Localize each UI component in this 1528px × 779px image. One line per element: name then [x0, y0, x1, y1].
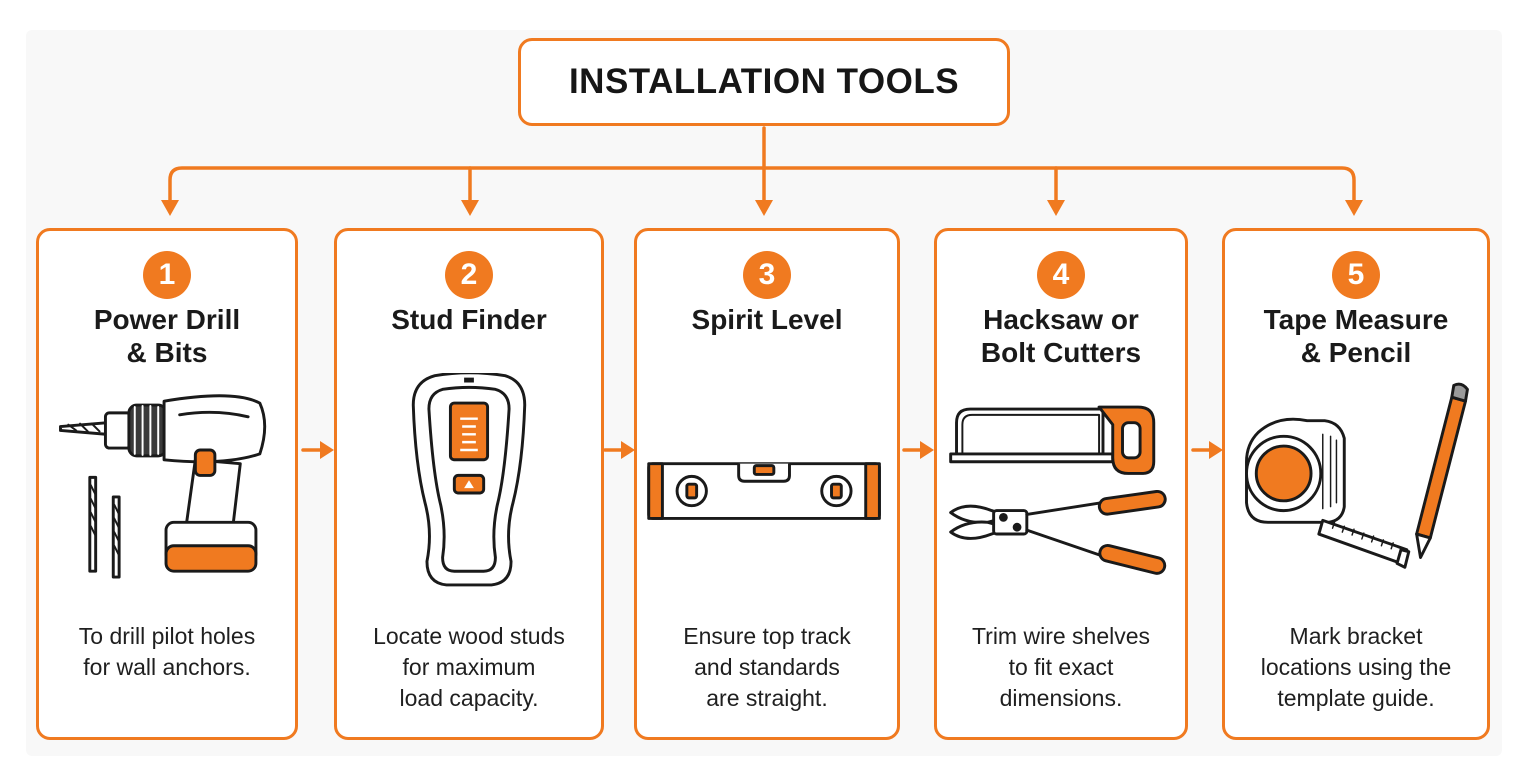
- stud-finder-icon: [411, 373, 527, 587]
- spirit-level-icon: [647, 462, 881, 520]
- tool-description: To drill pilot holes for wall anchors.: [49, 621, 285, 683]
- tool-card-hacksaw-bolt-cutters: 4 Hacksaw or Bolt Cutters: [934, 228, 1188, 740]
- tool-title-line: & Bits: [126, 337, 208, 368]
- arrowhead-right-1: [320, 441, 334, 459]
- tool-description: Locate wood studs for maximum load capac…: [347, 621, 591, 714]
- title-box: INSTALLATION TOOLS: [518, 38, 1010, 126]
- diagram-title: INSTALLATION TOOLS: [568, 62, 960, 101]
- tool-card-power-drill: 1 Power Drill & Bits: [36, 228, 298, 740]
- power-drill-icon: [59, 394, 267, 579]
- tool-description: Trim wire shelves to fit exact dimension…: [947, 621, 1175, 714]
- arrowhead-down-4: [1047, 200, 1065, 216]
- tool-title: Spirit Level: [645, 303, 889, 336]
- tool-card-spirit-level: 3 Spirit Level Ensure top track and stan…: [634, 228, 900, 740]
- tool-description: Mark bracket locations using the templat…: [1235, 621, 1477, 714]
- step-badge: 5: [1332, 251, 1380, 299]
- arrowhead-right-2: [621, 441, 635, 459]
- tool-desc-line: and standards: [694, 654, 840, 680]
- tool-title-line: & Pencil: [1300, 337, 1412, 368]
- arrowhead-right-3: [920, 441, 934, 459]
- tool-description: Ensure top track and standards are strai…: [647, 621, 887, 714]
- hacksaw-bolt-cutters-icon: [949, 405, 1167, 575]
- tool-title-line: Stud Finder: [391, 304, 547, 335]
- tool-title-line: Power Drill: [93, 304, 241, 335]
- step-badge: 3: [743, 251, 791, 299]
- tool-desc-line: load capacity.: [399, 685, 539, 711]
- arrowhead-down-1: [161, 200, 179, 216]
- tool-desc-line: Locate wood studs: [373, 623, 565, 649]
- tool-desc-line: for maximum: [402, 654, 536, 680]
- arrowhead-down-2: [461, 200, 479, 216]
- tool-title-line: Bolt Cutters: [980, 337, 1142, 368]
- tool-desc-line: are straight.: [706, 685, 828, 711]
- tool-title-line: Spirit Level: [691, 304, 843, 335]
- step-badge: 4: [1037, 251, 1085, 299]
- arrowhead-right-4: [1209, 441, 1223, 459]
- tool-title-line: Tape Measure: [1263, 304, 1449, 335]
- arrowhead-down-3: [755, 200, 773, 216]
- tool-desc-line: to fit exact: [1008, 654, 1114, 680]
- arrowhead-down-5: [1345, 200, 1363, 216]
- tool-desc-line: Ensure top track: [683, 623, 851, 649]
- tool-title-line: Hacksaw or: [983, 304, 1139, 335]
- tool-title: Power Drill & Bits: [47, 303, 287, 369]
- tool-card-tape-measure-pencil: 5 Tape Measure & Pencil Mark bracket loc…: [1222, 228, 1490, 740]
- tool-title: Tape Measure & Pencil: [1233, 303, 1479, 369]
- branch-bar-line: [168, 166, 1356, 202]
- tool-title: Stud Finder: [345, 303, 593, 336]
- tool-desc-line: To drill pilot holes: [78, 623, 256, 649]
- tool-title: Hacksaw or Bolt Cutters: [945, 303, 1177, 369]
- tool-desc-line: for wall anchors.: [83, 654, 251, 680]
- step-badge: 2: [445, 251, 493, 299]
- tool-card-stud-finder: 2 Stud Finder Locate wood studs for maxi…: [334, 228, 604, 740]
- tool-desc-line: Mark bracket: [1289, 623, 1423, 649]
- tool-desc-line: dimensions.: [999, 685, 1123, 711]
- tool-desc-line: locations using the: [1260, 654, 1452, 680]
- tool-desc-line: template guide.: [1277, 685, 1435, 711]
- step-badge: 1: [143, 251, 191, 299]
- tape-measure-pencil-icon: [1245, 382, 1469, 569]
- tool-desc-line: Trim wire shelves: [971, 623, 1151, 649]
